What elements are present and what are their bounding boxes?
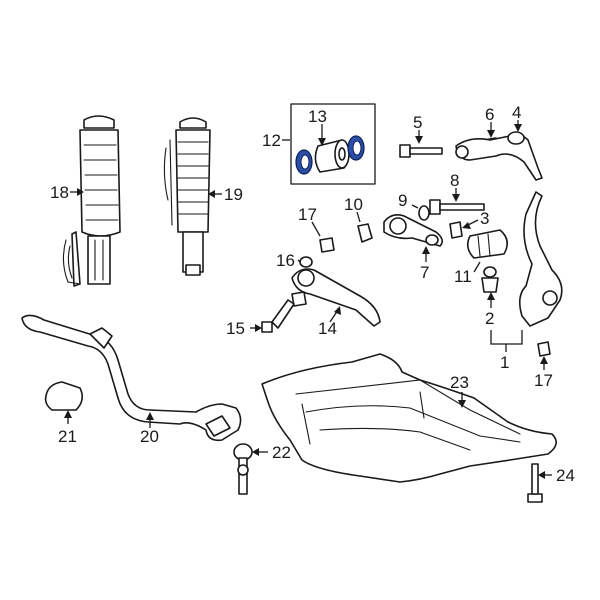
callout-10: 10 — [344, 195, 363, 214]
part-23-subframe[interactable] — [261, 353, 557, 483]
part-10-nut[interactable] — [357, 223, 373, 243]
callout-12: 12 — [262, 131, 281, 150]
part-19-shock-strut[interactable] — [163, 117, 211, 276]
callout-9: 9 — [398, 191, 407, 210]
part-15-bolt[interactable] — [261, 299, 295, 333]
steering-knuckle[interactable] — [518, 191, 563, 327]
callout-24: 24 — [556, 466, 575, 485]
part-2-ball-joint[interactable] — [481, 266, 499, 293]
callout-16: 16 — [276, 251, 295, 270]
callout-15: 15 — [226, 319, 245, 338]
part-13-control-arm-bushing[interactable] — [314, 139, 350, 173]
part-9-washer[interactable] — [418, 205, 430, 221]
part-16-washer[interactable] — [299, 256, 313, 268]
part-17-nut-bottom[interactable] — [537, 341, 551, 357]
part-21-bracket[interactable] — [44, 381, 84, 411]
callout-18: 18 — [50, 183, 69, 202]
callout-21: 21 — [58, 427, 77, 446]
part-14-lower-control-arm[interactable] — [291, 268, 381, 327]
bushing-washer-right — [347, 135, 365, 161]
callout-2: 2 — [485, 309, 494, 328]
bushing-washer-left — [295, 149, 313, 175]
part-11-boot[interactable] — [466, 229, 508, 259]
part-18-air-spring-strut[interactable] — [62, 115, 121, 287]
callout-1: 1 — [500, 353, 509, 372]
callout-23: 23 — [450, 373, 469, 392]
leader-lines — [64, 120, 552, 479]
callout-20: 20 — [140, 427, 159, 446]
callout-13: 13 — [308, 107, 327, 126]
callout-labels: 18 19 12 13 5 6 4 8 9 3 10 7 11 17 16 2 … — [50, 103, 575, 485]
callout-4: 4 — [512, 103, 521, 122]
callout-5: 5 — [413, 113, 422, 132]
part-8-bolt[interactable] — [429, 199, 485, 215]
callout-3: 3 — [480, 209, 489, 228]
part-20-stabilizer-bar[interactable] — [21, 314, 242, 442]
callout-22: 22 — [272, 443, 291, 462]
callout-6: 6 — [485, 105, 494, 124]
part-24-bolt[interactable] — [527, 463, 543, 503]
callout-14: 14 — [318, 319, 337, 338]
callout-17-bottom: 17 — [534, 371, 553, 390]
callout-11: 11 — [454, 267, 472, 286]
part-4-upper-control-arm[interactable] — [455, 131, 543, 181]
callout-8: 8 — [450, 171, 459, 190]
part-7-lower-link[interactable] — [383, 214, 444, 247]
part-17-nut-top[interactable] — [319, 237, 335, 253]
callout-17-top: 17 — [298, 205, 317, 224]
part-3-nut[interactable] — [449, 221, 463, 239]
callout-19: 19 — [224, 185, 243, 204]
callout-7: 7 — [420, 263, 429, 282]
part-12-bushing-kit[interactable] — [290, 103, 376, 185]
part-22-stabilizer-link[interactable] — [233, 443, 253, 495]
part-5-bolt[interactable] — [399, 144, 443, 158]
